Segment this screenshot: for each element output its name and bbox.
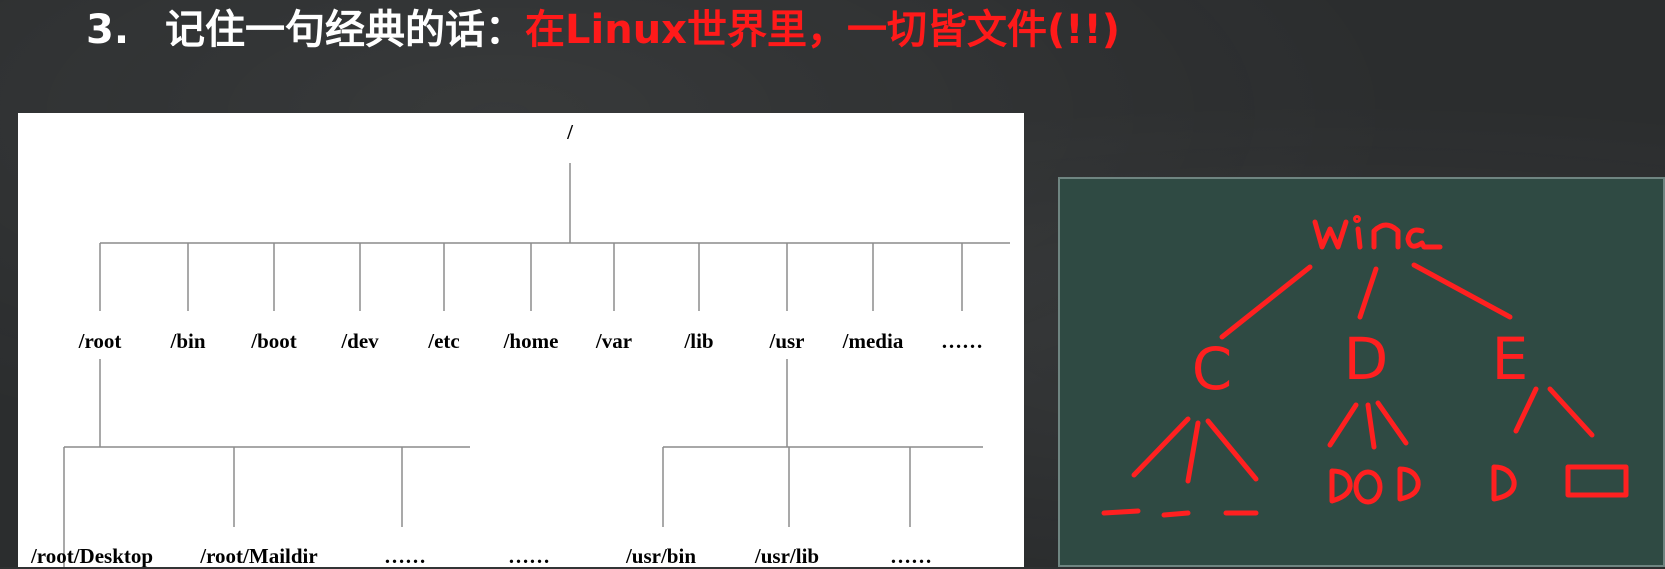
sketch-e-sub-2 — [1547, 386, 1595, 438]
sketch-c-sub-2 — [1185, 420, 1201, 484]
sketch-branch-c — [1219, 264, 1313, 340]
sketch-c-leaf-1 — [1101, 508, 1141, 516]
node-dev: /dev — [340, 329, 379, 353]
sketch-branch-e — [1411, 262, 1513, 320]
sketch-branch-d — [1357, 266, 1379, 320]
node-root-more: …… — [384, 544, 426, 567]
sketch-letter-n — [1371, 222, 1401, 250]
title-highlight: 在Linux世界里，一切皆文件(!!) — [525, 7, 1121, 53]
node-root: / — [566, 120, 574, 144]
sketch-c-sub-3 — [1205, 418, 1259, 482]
directory-tree-diagram: / /root /bin /boot /dev /etc /home /var … — [30, 120, 1010, 567]
node-usr-lib: /usr/lib — [754, 544, 819, 567]
sketch-e-leaf-2 — [1565, 464, 1629, 498]
sketch-d-leaf-1 — [1329, 468, 1353, 504]
sketch-letter-i — [1355, 226, 1363, 250]
sketch-drive-d: D — [1344, 325, 1389, 393]
node-between-more: …… — [508, 544, 550, 567]
sketch-drive-c: C — [1192, 335, 1233, 403]
title-lead: 记住一句经典的话： — [165, 7, 526, 53]
node-lib: /lib — [683, 329, 713, 353]
sketch-letter-w — [1312, 219, 1349, 250]
sketch-d-leaf-2 — [1353, 469, 1383, 505]
sketch-d-sub-3 — [1375, 400, 1409, 446]
node-etc: /etc — [427, 329, 459, 353]
node-root-dir: /root — [78, 329, 122, 353]
node-boot: /boot — [250, 329, 297, 353]
windows-drive-sketch: C D E — [1058, 177, 1665, 567]
sketch-d-sub-2 — [1365, 402, 1377, 450]
sketch-e-sub-1 — [1513, 386, 1539, 434]
sketch-letter-i-dot — [1353, 215, 1361, 223]
title-number: 3. — [86, 7, 130, 53]
sketch-d-sub-1 — [1327, 402, 1359, 448]
node-usr-bin: /usr/bin — [625, 544, 696, 567]
node-root-desktop: /root/Desktop — [30, 544, 153, 567]
sketch-c-sub-1 — [1131, 416, 1191, 478]
node-bin: /bin — [169, 329, 205, 353]
sketch-d-leaf-3 — [1397, 466, 1421, 502]
node-root-maildir: /root/Maildir — [199, 544, 317, 567]
node-home: /home — [503, 329, 559, 353]
sketch-e-leaf-1 — [1491, 464, 1517, 502]
sketch-letter-trail — [1405, 227, 1443, 250]
linux-directory-tree: / /root /bin /boot /dev /etc /home /var … — [18, 113, 1024, 567]
node-level1-more: …… — [941, 329, 983, 353]
node-usr: /usr — [768, 329, 804, 353]
handwritten-drive-tree: C D E — [1101, 215, 1629, 518]
slide-title: 3. 记住一句经典的话：在Linux世界里，一切皆文件(!!) — [86, 0, 1120, 60]
node-usr-more: …… — [890, 544, 932, 567]
node-var: /var — [595, 329, 632, 353]
node-media: /media — [842, 329, 904, 353]
sketch-c-leaf-2 — [1161, 510, 1191, 518]
sketch-drive-e: E — [1492, 325, 1529, 393]
tree-connectors — [63, 163, 1010, 567]
